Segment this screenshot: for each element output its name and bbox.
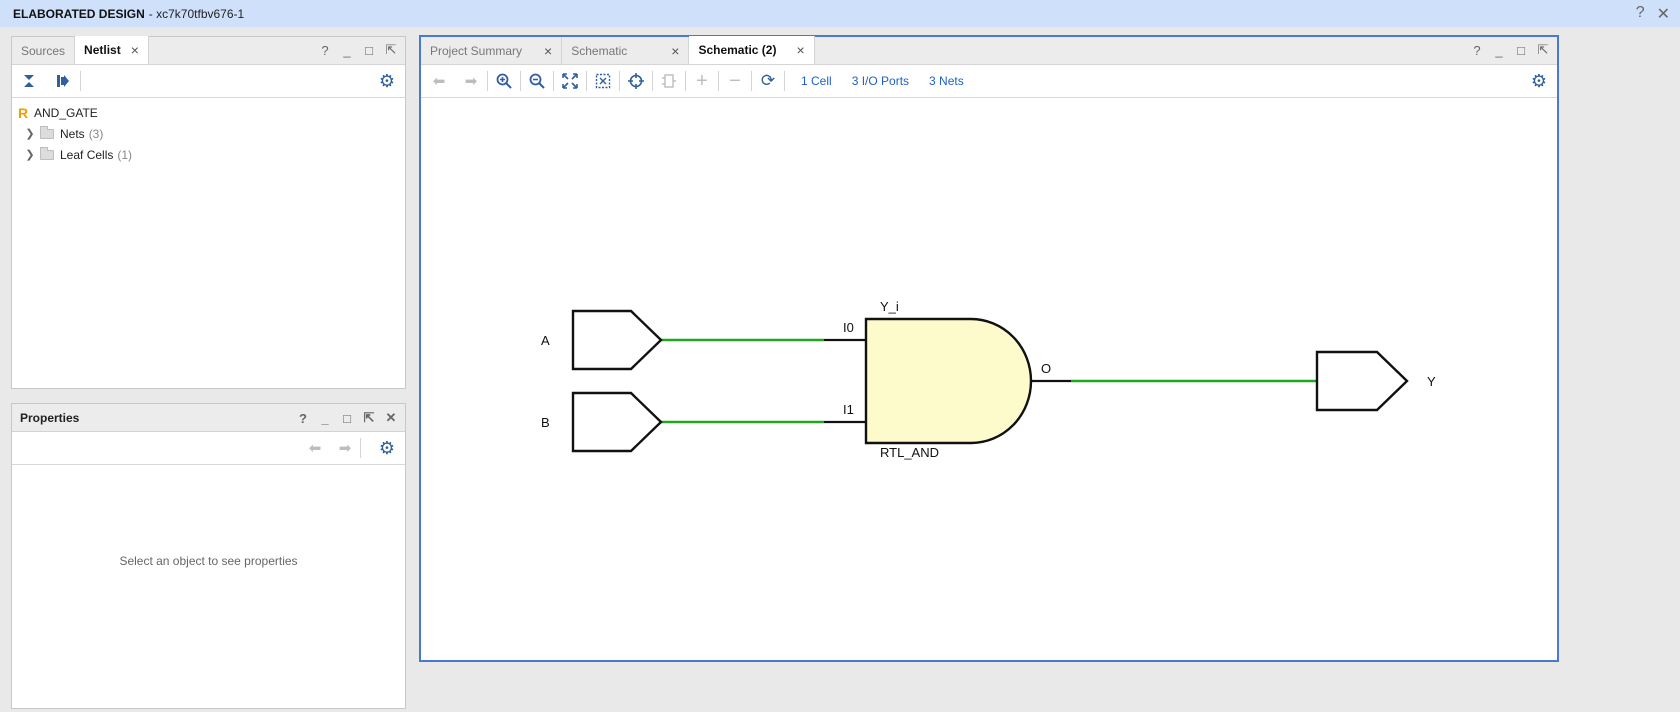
properties-empty-message: Select an object to see properties — [119, 554, 298, 568]
tab-close-icon[interactable]: × — [671, 42, 680, 59]
nets-link[interactable]: 3 Nets — [929, 74, 964, 88]
zoom-in-icon[interactable] — [488, 67, 520, 95]
schematic-canvas[interactable]: A B Y_i RTL_AND I0 I1 O Y — [421, 99, 1557, 660]
tab-schematic[interactable]: Schematic × — [562, 37, 690, 64]
netlist-panel-tabs: Sources Netlist × ? _ □ ⇱ — [12, 36, 405, 65]
back-arrow-icon[interactable]: ⬅ — [432, 73, 446, 90]
chevron-right-icon[interactable]: ❯ — [25, 149, 35, 161]
maximize-icon[interactable]: □ — [1517, 42, 1525, 58]
pin-i1-label: I1 — [843, 402, 854, 417]
input-port-a-label: A — [541, 333, 550, 348]
regenerate-cell-icon[interactable] — [653, 67, 685, 95]
zoom-out-icon[interactable] — [521, 67, 553, 95]
expand-selected-icon[interactable] — [46, 67, 80, 95]
window-title: ELABORATED DESIGN — [13, 6, 145, 21]
tab-schematic-2[interactable]: Schematic (2) × — [689, 36, 815, 64]
tab-close-icon[interactable]: × — [796, 42, 805, 58]
schematic-diagram: A B Y_i RTL_AND I0 I1 O Y — [541, 299, 1436, 460]
properties-panel: Properties ? _ □ ⇱ ✕ ⬅ ➡ ⚙ Select an obj… — [11, 403, 406, 709]
collapse-all-icon[interactable] — [12, 67, 46, 95]
schematic-tabs: Project Summary × Schematic × Schematic … — [421, 36, 1557, 65]
tab-sources[interactable]: Sources — [12, 37, 76, 64]
pin-o-label: O — [1041, 361, 1051, 376]
and-gate-cell[interactable] — [864, 317, 1033, 445]
settings-gear-icon[interactable]: ⚙ — [1530, 71, 1547, 91]
maximize-icon[interactable]: □ — [343, 410, 351, 426]
close-icon[interactable]: ✕ — [385, 410, 397, 425]
minimize-icon[interactable]: _ — [343, 42, 351, 58]
zoom-fit-icon[interactable] — [554, 67, 586, 95]
float-icon[interactable]: ⇱ — [363, 410, 375, 425]
minimize-icon[interactable]: _ — [321, 410, 329, 426]
tree-item-nets[interactable]: ❯ Nets (3) — [25, 125, 104, 141]
expand-plus-icon[interactable]: + — [696, 69, 708, 92]
settings-gear-icon[interactable]: ⚙ — [378, 71, 395, 91]
cell-count-link[interactable]: 1 Cell — [801, 74, 832, 88]
tab-netlist[interactable]: Netlist × — [75, 36, 149, 64]
io-ports-link[interactable]: 3 I/O Ports — [851, 74, 910, 88]
float-icon[interactable]: ⇱ — [1537, 42, 1549, 57]
netlist-panel: Sources Netlist × ? _ □ ⇱ ⚙ R AND_GATE ❯ — [11, 36, 406, 389]
input-port-b-label: B — [541, 415, 550, 430]
tab-close-icon[interactable]: × — [544, 42, 553, 59]
settings-gear-icon[interactable]: ⚙ — [378, 438, 395, 458]
zoom-area-icon[interactable] — [587, 67, 619, 95]
gate-type-label: RTL_AND — [880, 445, 939, 460]
schematic-toolbar: ⬅ ➡ + − ⟳ 1 Cell 3 I/O P — [421, 65, 1557, 98]
output-port-y-label: Y — [1427, 374, 1436, 389]
folder-icon — [40, 125, 54, 139]
minimize-icon[interactable]: _ — [1495, 42, 1503, 58]
autofit-selection-icon[interactable] — [620, 67, 652, 95]
input-port-b[interactable] — [571, 391, 663, 453]
properties-title: Properties — [20, 410, 80, 425]
netlist-tree: R AND_GATE ❯ Nets (3) ❯ Leaf Cells (1) — [12, 98, 405, 169]
netlist-toolbar: ⚙ — [12, 65, 405, 98]
properties-toolbar: ⬅ ➡ ⚙ — [12, 432, 405, 465]
help-icon[interactable]: ? — [1473, 42, 1481, 58]
window-subtitle: - xc7k70tfbv676-1 — [148, 6, 245, 21]
back-arrow-icon[interactable]: ⬅ — [308, 440, 322, 457]
tree-root-item[interactable]: R AND_GATE — [12, 102, 405, 123]
root-badge-icon: R — [17, 104, 29, 121]
refresh-icon[interactable]: ⟳ — [760, 71, 776, 90]
gate-instance-label: Y_i — [880, 299, 899, 314]
folder-icon — [40, 146, 54, 160]
tree-item-leaf-cells[interactable]: ❯ Leaf Cells (1) — [25, 146, 133, 162]
tab-close-icon[interactable]: × — [130, 42, 139, 58]
float-icon[interactable]: ⇱ — [385, 42, 397, 57]
forward-arrow-icon[interactable]: ➡ — [464, 73, 478, 90]
close-icon[interactable]: ✕ — [1656, 6, 1670, 23]
output-port-y[interactable] — [1315, 350, 1409, 412]
help-icon[interactable]: ? — [321, 42, 329, 58]
maximize-icon[interactable]: □ — [365, 42, 373, 58]
help-icon[interactable]: ? — [1635, 4, 1645, 21]
tree-root-label: AND_GATE — [34, 105, 98, 120]
window-title-bar: ELABORATED DESIGN - xc7k70tfbv676-1 ? ✕ — [0, 0, 1680, 27]
schematic-panel: Project Summary × Schematic × Schematic … — [419, 35, 1559, 662]
forward-arrow-icon[interactable]: ➡ — [338, 440, 352, 457]
help-icon[interactable]: ? — [299, 410, 307, 426]
input-port-a[interactable] — [571, 309, 663, 371]
collapse-minus-icon[interactable]: − — [729, 69, 741, 92]
chevron-right-icon[interactable]: ❯ — [25, 128, 35, 140]
tab-project-summary[interactable]: Project Summary × — [421, 37, 563, 64]
properties-header: Properties ? _ □ ⇱ ✕ — [12, 404, 405, 432]
pin-i0-label: I0 — [843, 320, 854, 335]
